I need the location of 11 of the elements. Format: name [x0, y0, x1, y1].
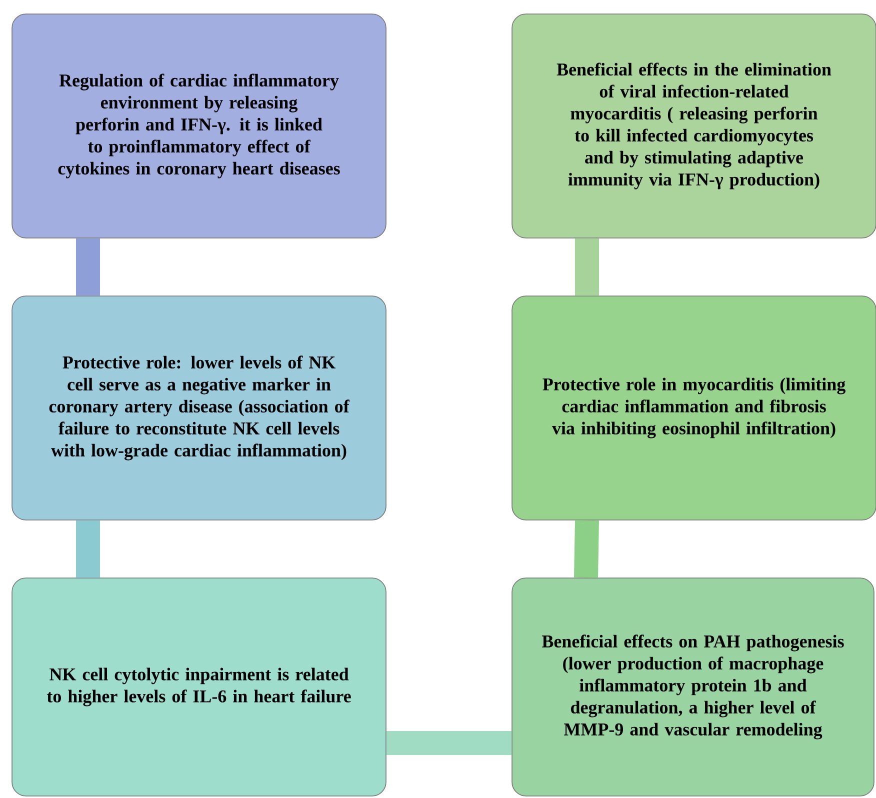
text-box: NK cell cytolytic inpairment is related to higher levels of IL-6 in heart failure [12, 578, 386, 796]
connector-bar [76, 238, 100, 296]
text-box: Beneficial effects on PAH pathogenesis (lower production of macrophage inflammatory protein 1b and degranulation, a higher level of MMP-9 and vascular remodeling [512, 578, 874, 796]
text-box: Protective role: lower levels of NK cell serve as a negative marker in coronary artery disease (association of failure to reconstitute NK cell levels with low-grade cardiac inflammation) [12, 296, 386, 520]
connector-bar [386, 731, 512, 755]
connector-bar [76, 520, 100, 578]
connector-bar [574, 520, 599, 578]
text-box: Beneficial effects in the elimination of viral infection-related myocarditis ( releasing perforin to kill infected cardiomyocytes and by stimulating adaptive immunity via IFN-γ production) [512, 14, 876, 238]
text-box: Protective role in myocarditis (limiting cardiac inflammation and fibrosis via inhibiting eosinophil infiltration) [512, 296, 876, 520]
connector-bar [575, 238, 599, 296]
text-box: Regulation of cardiac inflammatory environment by releasing perforin and IFN-γ. it is linked to proinflammatory effect of cytokines in coronary heart diseases [12, 14, 386, 238]
